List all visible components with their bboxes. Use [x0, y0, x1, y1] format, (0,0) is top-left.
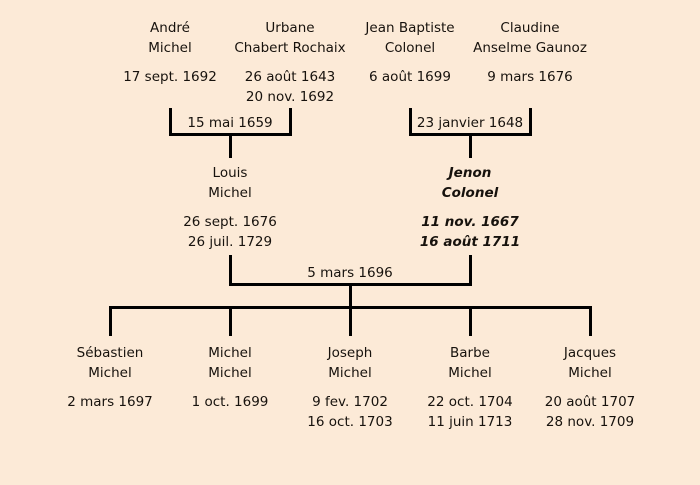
- marriage-drop: [469, 133, 472, 158]
- marriage-date-label: 5 mars 1696: [307, 265, 393, 281]
- person-dates: 6 août 1699: [365, 67, 454, 87]
- person-date: 11 juin 1713: [427, 414, 513, 430]
- person-given-name: Louis: [212, 165, 248, 181]
- person-dates: 20 août 1707 28 nov. 1709: [545, 392, 636, 432]
- person-dates: 9 mars 1676: [473, 67, 587, 87]
- person-date: 20 nov. 1692: [245, 89, 335, 105]
- person-dates: 11 nov. 1667 16 août 1711: [420, 212, 520, 252]
- marriage-stub-right: [469, 255, 472, 286]
- marriage-drop: [349, 283, 352, 306]
- person-dates: 26 août 1643 20 nov. 1692: [234, 67, 345, 107]
- marriage-stub-left: [169, 108, 172, 136]
- person-surname: Anselme Gaunoz: [473, 40, 587, 56]
- person-given-name: André: [150, 20, 190, 36]
- person-given-name: Claudine: [500, 20, 560, 36]
- person-dates: 1 oct. 1699: [192, 392, 269, 412]
- marriage-stub-right: [289, 108, 292, 136]
- person-date: 11 nov. 1667: [421, 214, 519, 230]
- person-given-name: Jacques: [563, 345, 617, 361]
- person-dates: 22 oct. 1704 11 juin 1713: [427, 392, 512, 432]
- person-date: 17 sept. 1692: [123, 69, 217, 85]
- person-surname: Michel: [148, 40, 192, 56]
- person-date: 16 août 1711: [419, 234, 521, 250]
- person-given-name: Barbe: [450, 345, 490, 361]
- person-date: 20 août 1707: [544, 394, 636, 410]
- marriage-drop: [229, 133, 232, 158]
- person-dates: 2 mars 1697: [67, 392, 153, 412]
- person-given-name: Michel: [208, 345, 252, 361]
- person-date: 22 oct. 1704: [427, 394, 513, 410]
- person-given-name: Jenon: [448, 165, 492, 181]
- sibling-drop: [229, 306, 232, 336]
- person-date: 26 juil. 1729: [187, 234, 273, 250]
- person-date: 2 mars 1697: [67, 394, 153, 410]
- person-dates: 17 sept. 1692: [123, 67, 217, 87]
- person-given-name: Jean Baptiste: [365, 20, 455, 36]
- sibling-drop: [109, 306, 112, 336]
- person-dates: 9 fev. 1702 16 oct. 1703: [307, 392, 392, 432]
- marriage-stub-right: [529, 108, 532, 136]
- person-date: 26 sept. 1676: [183, 214, 277, 230]
- person-date: 9 fev. 1702: [312, 394, 388, 410]
- marriage-date-label: 23 janvier 1648: [416, 115, 524, 131]
- sibling-drop: [589, 306, 592, 336]
- person-surname: Michel: [328, 365, 372, 381]
- person-date: 6 août 1699: [369, 69, 451, 85]
- person-date: 9 mars 1676: [487, 69, 573, 85]
- person-date: 1 oct. 1699: [191, 394, 269, 410]
- person-dates: 26 sept. 1676 26 juil. 1729: [183, 212, 277, 252]
- person-surname: Chabert Rochaix: [234, 40, 346, 56]
- person-given-name: Joseph: [327, 345, 373, 361]
- person-date: 26 août 1643: [244, 69, 336, 85]
- marriage-stub-left: [229, 255, 232, 286]
- person-surname: Michel: [448, 365, 492, 381]
- person-surname: Colonel: [384, 40, 436, 56]
- marriage-stub-left: [409, 108, 412, 136]
- person-date: 28 nov. 1709: [545, 414, 635, 430]
- person-surname: Michel: [208, 185, 252, 201]
- person-surname: Colonel: [441, 185, 499, 201]
- person-date: 16 oct. 1703: [307, 414, 393, 430]
- person-surname: Michel: [208, 365, 252, 381]
- sibling-drop: [469, 306, 472, 336]
- person-given-name: Urbane: [265, 20, 315, 36]
- sibling-drop: [349, 306, 352, 336]
- marriage-date-label: 15 mai 1659: [187, 115, 273, 131]
- person-given-name: Sébastien: [76, 345, 144, 361]
- person-surname: Michel: [568, 365, 612, 381]
- person-surname: Michel: [88, 365, 132, 381]
